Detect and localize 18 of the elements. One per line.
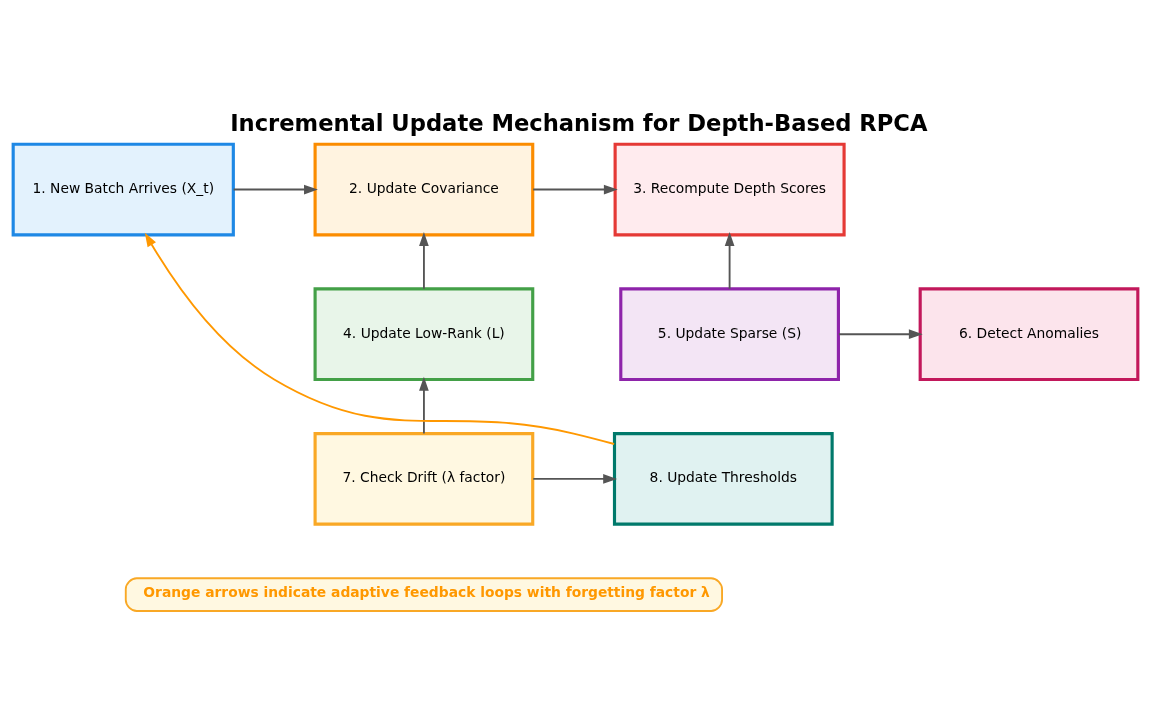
arrow — [724, 231, 735, 290]
node-box: 8. Update Thresholds — [612, 431, 834, 526]
node-box: 1. New Batch Arrives (X_t) — [11, 142, 235, 236]
arrow — [144, 232, 616, 445]
node-box: 6. Detect Anomalies — [918, 286, 1140, 381]
arrow — [419, 376, 429, 434]
node-box: 3. Recompute Depth Scores — [613, 142, 846, 236]
arrow — [532, 184, 618, 194]
arrow — [838, 328, 923, 339]
node-box: 4. Update Low-Rank (L) — [313, 286, 535, 381]
arrow — [232, 184, 318, 194]
node-box: 5. Update Sparse (S) — [619, 286, 840, 381]
arrow — [532, 473, 618, 484]
node-box: 2. Update Covariance — [313, 142, 535, 236]
arrow — [419, 231, 429, 290]
caption: Orange arrows indicate adaptive feedback loops with forgetting factor λ — [143, 583, 710, 600]
node-box: 7. Check Drift (λ factor) — [313, 431, 535, 526]
diagram-title: Incremental Update Mechanism for Depth-Based RPCA — [230, 109, 928, 136]
